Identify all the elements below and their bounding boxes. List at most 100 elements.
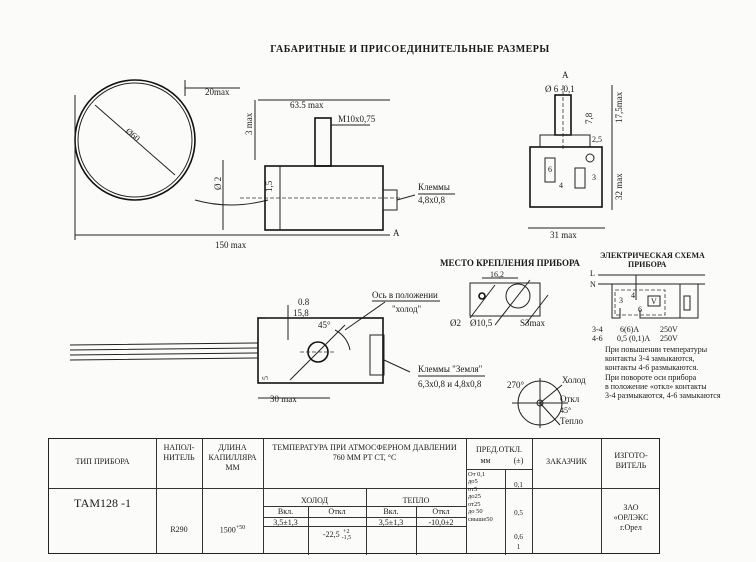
tol-range: свыше50 [468,515,493,523]
tol-value: 0,1 [514,481,523,489]
tol-range: от25 [468,500,481,508]
filler-value: R290 [170,525,188,534]
header-warm-on: Вкл. [383,507,399,516]
scheme-note: При повышении температуры [605,345,708,354]
dial-diagram: 270° Холод Откл 45° Тепло [507,375,586,428]
header-warm: ТЕПЛО [402,496,430,505]
cold-off-value: -22,5 [322,529,340,539]
dim-150max: 150 max [215,240,247,250]
pin-6: 6 [548,165,552,174]
mounting-title: МЕСТО КРЕПЛЕНИЯ ПРИБОРА [440,258,580,268]
view-a-marker: A [393,228,400,238]
valve-symbol: V [651,297,657,306]
dim-30max: 30 max [270,394,297,404]
header-maker-1: ИЗГОТО- [614,451,648,460]
spec-table: ТИП ПРИБОРА НАПОЛ- НИТЕЛЬ ДЛИНА КАПИЛЛЯР… [48,438,660,555]
rating-contacts: 4-6 [592,334,603,343]
dim-31max: 31 max [550,230,577,240]
header-cold-on: Вкл. [277,507,294,516]
side-view: A Ø 6 -0,1 6 3 4 17,5max 7,8 2,5 32 max … [528,70,624,240]
maker-3: г.Орел [620,523,642,532]
tol-range: от5 [468,485,478,493]
cold-on-value: 3,5±1,3 [273,518,298,527]
header-tol-1: ПРЕД.ОТКЛ. [476,445,522,454]
dim-63-5max: 63.5 max [290,100,324,110]
pin-4: 4 [559,181,563,190]
tol-value: 1 [516,543,521,551]
scheme-pin-4: 4 [631,291,635,300]
axis-label-1: Ось в положении [372,290,438,300]
dim-5: 5 [261,376,270,380]
tol-range: до 50 [468,508,483,516]
header-filler-1: НАПОЛ- [163,443,195,452]
angle-45: 45° [318,320,331,330]
tol-range: От 0,1 [468,471,486,478]
cold-off-tol-down: -1,5 [341,535,352,541]
dim-17-5max: 17,5max [614,91,624,123]
s3max: S3max [520,318,546,328]
header-filler-2: НИТЕЛЬ [163,453,195,462]
warm-off-value: -10,0±2 [428,518,454,527]
header-cold-off: Откл [328,507,346,516]
terminals-label: Клеммы [418,182,450,192]
header-maker-2: ВИТЕЛЬ [615,461,647,470]
dim-16-2: 16,2 [490,270,504,279]
header-capillary-3: ММ [225,463,240,472]
dim-1-5: 1,5 [264,180,274,192]
header-temp-2: 760 ММ РТ СТ, °С [332,453,397,462]
maker-1: ЗАО [623,503,639,512]
bottom-view: 45° 0.8 15,8 Ось в положении "холод" Кле… [69,290,485,404]
capillary-tol: +50 [235,525,246,531]
scheme-note: в положение «откл» контакты [605,382,707,391]
dim-7-8: 7,8 [584,112,594,124]
ground-terminals-size: 6,3x0,8 и 4,8x0,8 [418,379,482,389]
dial-45: 45° [560,406,571,415]
scheme-pin-3: 3 [619,296,623,305]
header-tol-2: мм [480,456,491,465]
dia-2: Ø2 [450,318,461,328]
dim-0-8: 0.8 [298,297,310,307]
tol-range: до5 [468,478,478,486]
device-type: ТАМ128 -1 [73,496,132,510]
pin-3: 3 [592,173,596,182]
header-warm-off: Откл [432,507,450,516]
dial-cold: Холод [562,375,586,385]
shaft-dia: Ø 6 -0,1 [545,84,575,94]
dia-10-5: Ø10,5 [470,318,493,328]
tol-range: до25 [468,493,482,501]
scheme-note: 3-4 размыкаются, 4-6 замыкаются [605,391,721,400]
capillary-tube [69,342,259,361]
page-title: ГАБАРИТНЫЕ И ПРИСОЕДИНИТЕЛЬНЫЕ РАЗМЕРЫ [270,44,550,55]
header-type: ТИП ПРИБОРА [75,457,130,466]
shaft [314,117,332,167]
cold-off-tol-up: +2 [343,529,350,535]
front-view: Ø60 20max 150 max 63.5 max 3 max M10x0,7… [74,79,455,250]
axis-label-2: "холод" [392,304,422,314]
dim-32max: 32 max [614,173,624,200]
rating-voltage: 250V [660,325,678,334]
warm-on-value: 3,5±1,3 [378,518,404,527]
rating-voltage: 250V [660,334,678,343]
dim-dia-60: Ø60 [124,126,143,144]
dim-20max: 20max [205,87,230,97]
terminals-size: 4,8x0,8 [418,195,446,205]
dim-3max: 3 max [244,112,254,135]
view-a-title: A [562,70,569,80]
header-capillary-2: КАПИЛЛЯРА [208,453,257,462]
header-capillary-1: ДЛИНА [218,443,247,452]
scheme-note: контакты 3-4 замыкаются, [605,354,694,363]
scheme-note: При повороте оси прибора [605,373,697,382]
line-l-label: L [590,269,595,278]
tol-value: 0,5 [514,509,523,517]
scheme-note: контакты 4-6 размыкаются. [605,363,698,372]
header-customer: ЗАКАЗЧИК [546,457,587,466]
maker-2: «ОРЛЭКС [613,513,649,522]
rating-contacts: 3-4 [592,325,603,334]
dim-2-5: 2,5 [592,135,602,144]
capillary-value: 1500 [219,525,236,535]
scheme-title-2: ПРИБОРА [628,260,667,269]
mounting-diagram: МЕСТО КРЕПЛЕНИЯ ПРИБОРА 16,2 Ø2 Ø10,5 S3… [440,258,580,328]
rating-current: 6(6)A [620,325,639,334]
ground-terminals-label: Клеммы "Земля" [418,364,483,374]
